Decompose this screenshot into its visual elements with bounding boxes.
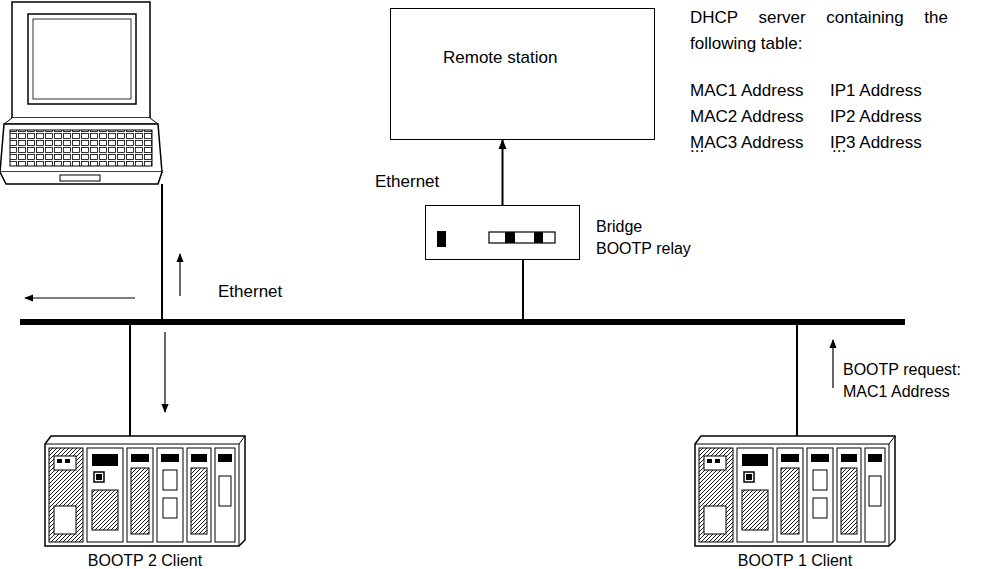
network-name: Ethernet	[375, 171, 439, 193]
drop-wire	[796, 322, 798, 437]
plc-rack	[695, 436, 895, 546]
flow-arrow	[179, 254, 180, 296]
plc-client: BOOTP 1 Client	[695, 436, 895, 546]
station-box: Remote station	[390, 8, 655, 140]
drop-wire	[129, 322, 131, 437]
link-line	[502, 140, 504, 205]
ethernet-bus	[20, 319, 905, 325]
table-cell: ...	[690, 136, 704, 158]
node-label: BOOTP 1 Client	[695, 550, 895, 569]
request-note: BOOTP request: MAC1 Address	[843, 359, 973, 403]
bridge-details	[437, 231, 555, 247]
table-cell: ...	[832, 136, 846, 158]
flow-arrow	[164, 332, 165, 412]
drop-wire	[161, 184, 163, 322]
laptop-computer	[0, 2, 162, 184]
network-name: Ethernet	[218, 281, 282, 303]
server-note: DHCP server containing the following tab…	[690, 5, 948, 57]
table-cell: IP1 Address	[830, 80, 922, 102]
plc-client: BOOTP 2 Client	[45, 436, 245, 546]
node-label: Remote station	[443, 47, 557, 69]
node-label: BOOTP 2 Client	[45, 550, 245, 569]
flow-arrow	[25, 297, 135, 298]
table-cell: MAC2 Address	[690, 106, 803, 128]
plc-rack	[45, 436, 245, 546]
table-cell: MAC1 Address	[690, 80, 803, 102]
drop-wire	[522, 260, 524, 322]
bridge-box: Bridge BOOTP relay	[425, 205, 580, 260]
flow-arrow	[832, 340, 833, 388]
table-cell: IP2 Address	[830, 106, 922, 128]
table-cell: MAC3 Address	[690, 132, 803, 154]
node-label: Bridge BOOTP relay	[596, 216, 698, 260]
